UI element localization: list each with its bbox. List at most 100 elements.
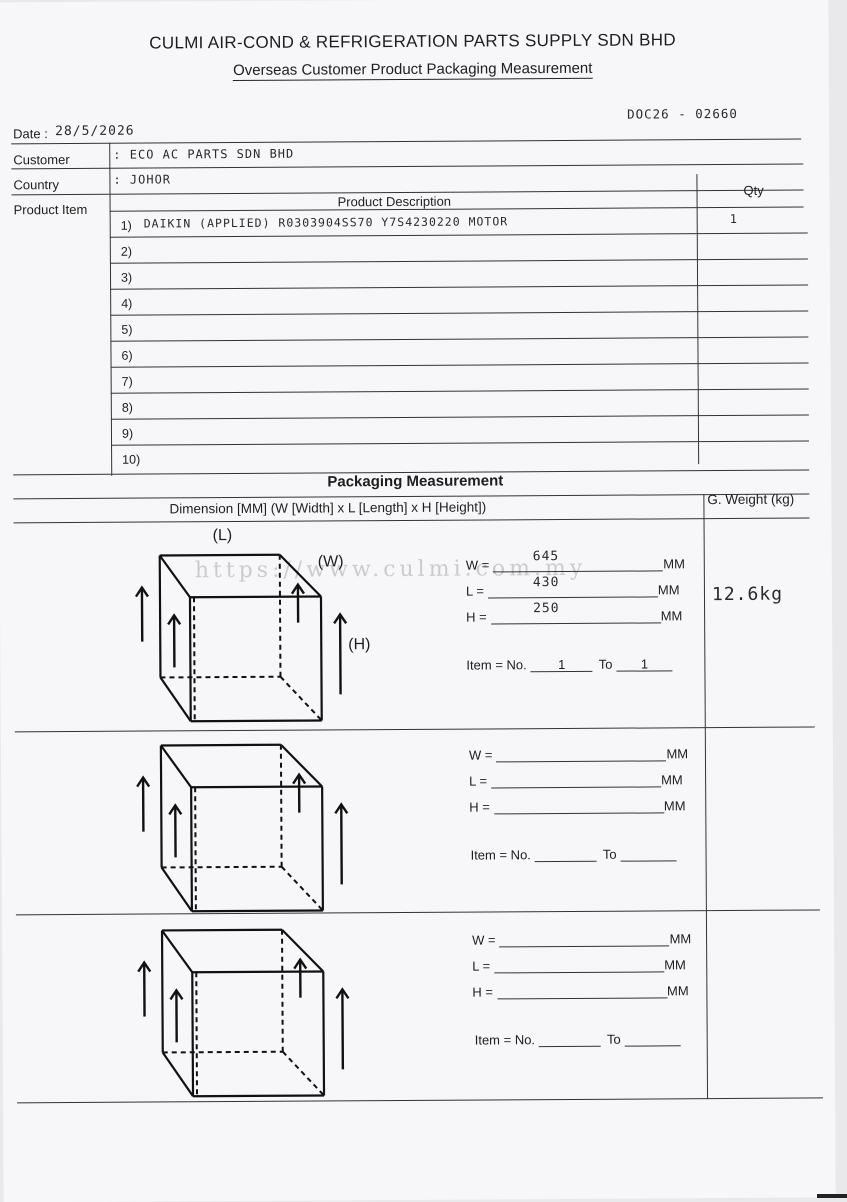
item-from-value [539,1032,601,1047]
item-range-field[interactable]: Item = No. To [475,1031,681,1047]
mm-unit-label: MM [661,772,683,787]
item-to-label: To [607,1032,621,1047]
rule-line [11,139,801,145]
dimension-blank [494,957,664,973]
date-value: 28/5/2026 [55,124,135,139]
dimension-w-field[interactable]: W = MM [469,746,688,762]
product-qty: 1 [730,212,738,226]
product-row-number: 1) [121,219,132,233]
product-row-number: 8) [122,401,133,415]
customer-label: Customer [13,152,69,167]
company-name: CULMI AIR-COND & REFRIGERATION PARTS SUP… [0,29,829,54]
box-cube-diagram [130,919,361,1110]
dimension-h-field[interactable]: H = MM [466,608,682,624]
table-divider [109,143,112,476]
dimension-blank [491,608,661,624]
date-label: Date : [13,126,48,141]
dimension-blank [494,798,664,814]
qty-divider [696,174,699,464]
dimension-blank [488,582,658,598]
dimension-header: Dimension [MM] (W [Width] x L [Length] x… [169,499,486,516]
dimension-h-field[interactable]: H =MM [472,983,688,999]
dimension-blank [496,746,666,762]
mm-unit-label: MM [664,957,686,972]
box-cube-diagram [129,734,360,925]
box-cube-diagram [128,544,359,735]
item-no-label: Item = No. [471,847,531,862]
product-row-number: 9) [122,427,133,441]
product-row-number: 10) [122,453,140,467]
product-row-number: 3) [121,271,132,285]
dimension-h-field[interactable]: H = MM [469,798,685,814]
rule-line [14,517,810,523]
product-row-number: 7) [122,375,133,389]
row-rule [110,233,808,238]
product-rows: 1)DAIKIN (APPLIED) R0303904SS70 Y7S42302… [0,0,828,2]
item-to-value: 1 [616,656,672,671]
weight-divider [703,494,708,1099]
mm-unit-label: MM [658,582,680,597]
dimension-blank [493,556,663,572]
dimension-w-value: 645 [533,549,560,564]
row-rule [111,440,809,445]
mm-unit-label: MM [664,798,686,813]
qty-header: Qty [743,183,763,198]
rule-line [13,493,809,499]
dimension-l-value: 430 [533,575,560,590]
item-no-label: Item = No. [466,657,526,672]
dimension-w-field[interactable]: W = MM [466,556,685,572]
dimension-label: W = [469,747,493,762]
dimension-label: H = [472,984,493,999]
document-number: DOC26 - 02660 [627,106,738,122]
row-rule [110,285,808,290]
mm-unit-label: MM [661,608,683,623]
form-subtitle-text: Overseas Customer Product Packaging Meas… [233,60,592,81]
item-from-value: 1 [531,657,593,672]
customer-value: : ECO AC PARTS SDN BHD [113,147,294,162]
rule-line [110,207,804,212]
mm-unit-label: MM [666,746,688,761]
country-label: Country [13,177,59,192]
product-row-number: 6) [121,349,132,363]
item-from-value [535,847,597,862]
dimension-l-field[interactable]: L = MM [466,582,680,598]
product-row-number: 4) [121,297,132,311]
dimension-blank [500,931,670,947]
row-rule [111,388,809,393]
item-to-value [625,1031,681,1046]
dimension-blank [491,772,661,788]
item-range-field[interactable]: Item = No. To [471,846,677,862]
product-description: DAIKIN (APPLIED) R0303904SS70 Y7S4230220… [144,214,509,230]
country-value: : JOHOR [113,172,171,186]
product-item-label: Product Item [14,202,88,217]
row-rule [110,311,808,316]
product-description-header: Product Description [338,194,452,210]
length-label: (L) [213,527,233,545]
gross-weight-value: 12.6kg [712,584,783,605]
form-subtitle: Overseas Customer Product Packaging Meas… [0,58,829,80]
page-edge-mark [817,1194,847,1198]
dimension-blank [497,983,667,999]
dimension-label: H = [466,609,487,624]
product-row-number: 2) [121,245,132,259]
item-to-label: To [603,847,617,862]
gross-weight-header: G. Weight (kg) [707,492,794,508]
row-rule [111,414,809,419]
dimension-label: W = [472,932,496,947]
row-rule [110,337,808,342]
dimension-w-field[interactable]: W = MM [472,931,691,947]
dimension-l-field[interactable]: L = MM [472,957,686,973]
dimension-label: L = [472,958,490,973]
dimension-label: W = [466,557,490,572]
mm-unit-label: MM [670,931,692,946]
mm-unit-label: MM [663,556,685,571]
item-to-value [621,846,677,861]
item-no-label: Item = No. [475,1032,535,1047]
dimension-label: H = [469,799,490,814]
dimension-label: L = [466,583,484,598]
dimension-label: L = [469,773,487,788]
dimension-l-field[interactable]: L = MM [469,772,683,788]
rule-line [11,164,803,170]
